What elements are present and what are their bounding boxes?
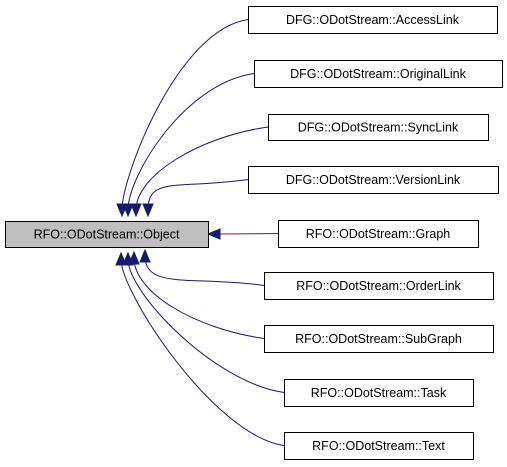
arrowhead-original-link: [122, 203, 134, 218]
edge-original-link: [127, 73, 255, 211]
edge-graph: [219, 233, 279, 235]
node-sub-graph-label: RFO::ODotStream::SubGraph: [295, 332, 462, 346]
node-base-object-box: [5, 221, 209, 248]
node-access-link-label: DFG::ODotStream::AccessLink: [286, 13, 460, 27]
node-sync-link-box: [268, 114, 489, 141]
edge-sync-link: [135, 126, 269, 211]
edge-version-link: [147, 179, 249, 211]
arrowhead-version-link: [142, 203, 154, 218]
node-text-label: RFO::ODotStream::Text: [312, 439, 445, 453]
node-task-label: RFO::ODotStream::Task: [311, 386, 447, 400]
node-original-link-label: DFG::ODotStream::OriginalLink: [290, 67, 466, 81]
node-text[interactable]: RFO::ODotStream::Text: [284, 432, 474, 460]
node-version-link-label: DFG::ODotStream::VersionLink: [286, 173, 461, 187]
node-original-link-box: [254, 60, 503, 88]
node-order-link-box: [264, 272, 494, 300]
edge-order-link: [144, 255, 265, 286]
node-base-object[interactable]: RFO::ODotStream::Object: [5, 221, 209, 248]
edge-text: [120, 258, 285, 446]
node-text-box: [284, 432, 474, 460]
node-original-link[interactable]: DFG::ODotStream::OriginalLink: [254, 60, 503, 88]
edge-task: [127, 258, 285, 393]
node-order-link[interactable]: RFO::ODotStream::OrderLink: [264, 272, 494, 300]
nodes: RFO::ODotStream::Object DFG::ODotStream::…: [5, 6, 503, 460]
node-base-object-label: RFO::ODotStream::Object: [34, 228, 180, 242]
node-access-link-box: [248, 6, 498, 34]
node-order-link-label: RFO::ODotStream::OrderLink: [296, 279, 461, 293]
node-task-box: [284, 379, 474, 407]
node-access-link[interactable]: DFG::ODotStream::AccessLink: [248, 6, 498, 34]
arrowhead-graph: [206, 228, 221, 240]
node-sub-graph[interactable]: RFO::ODotStream::SubGraph: [264, 325, 494, 353]
edges: [115, 19, 285, 446]
node-version-link-box: [248, 166, 499, 194]
node-sub-graph-box: [264, 325, 494, 353]
node-sync-link-label: DFG::ODotStream::SyncLink: [298, 121, 459, 135]
edge-access-link: [121, 19, 249, 211]
node-version-link[interactable]: DFG::ODotStream::VersionLink: [248, 166, 499, 194]
node-sync-link[interactable]: DFG::ODotStream::SyncLink: [268, 114, 489, 141]
node-graph[interactable]: RFO::ODotStream::Graph: [278, 220, 479, 248]
arrowhead-sync-link: [130, 203, 142, 218]
arrowhead-task: [122, 251, 134, 266]
node-graph-box: [278, 220, 479, 248]
edge-sub-graph: [133, 257, 265, 339]
node-task[interactable]: RFO::ODotStream::Task: [284, 379, 474, 407]
arrowhead-order-link: [139, 248, 151, 263]
node-graph-label: RFO::ODotStream::Graph: [306, 227, 451, 241]
arrowhead-text: [115, 251, 127, 266]
